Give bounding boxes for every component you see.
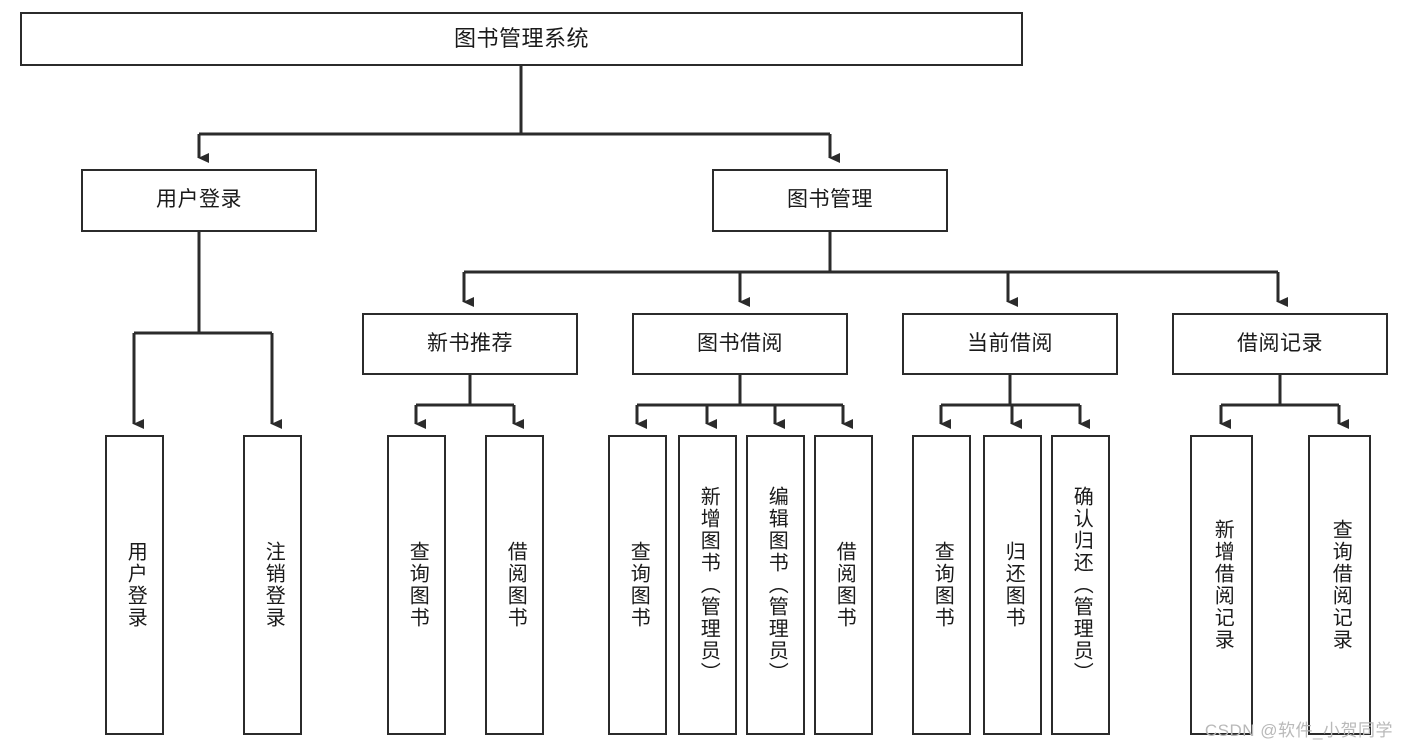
- node-label: 查询图书: [627, 541, 650, 629]
- leaf-logout[interactable]: 注销登录: [243, 435, 302, 735]
- connector-group-new-book: [414, 375, 524, 429]
- leaf-return-book[interactable]: 归还图书: [983, 435, 1042, 735]
- node-label: 借阅记录: [1237, 331, 1323, 355]
- connector-group-user-login: [132, 232, 282, 429]
- node-label: 用户登录: [156, 188, 242, 212]
- leaf-confirm-return-admin[interactable]: 确认归还（管理员）: [1051, 435, 1110, 735]
- connector-group-borrow-record: [1219, 375, 1349, 429]
- leaf-query-book-borrow[interactable]: 查询图书: [608, 435, 667, 735]
- node-label: 归还图书: [1002, 541, 1025, 629]
- node-label: 确认归还（管理员）: [1070, 486, 1093, 684]
- connector-group-book-manage: [462, 232, 1288, 307]
- node-label: 新书推荐: [427, 331, 513, 355]
- leaf-borrow-book[interactable]: 借阅图书: [814, 435, 873, 735]
- node-label: 新增借阅记录: [1211, 519, 1234, 651]
- leaf-add-book-admin[interactable]: 新增图书（管理员）: [678, 435, 737, 735]
- node-label: 当前借阅: [967, 331, 1053, 355]
- node-borrow-record[interactable]: 借阅记录: [1172, 313, 1388, 375]
- node-label: 借阅图书: [504, 541, 527, 629]
- node-book-borrow[interactable]: 图书借阅: [632, 313, 848, 375]
- node-book-management[interactable]: 图书管理: [712, 169, 948, 232]
- node-label: 注销登录: [262, 541, 285, 629]
- leaf-query-book-current[interactable]: 查询图书: [912, 435, 971, 735]
- leaf-query-book-recommend[interactable]: 查询图书: [387, 435, 446, 735]
- connector-group-current-borrow: [939, 375, 1090, 429]
- leaf-user-login[interactable]: 用户登录: [105, 435, 164, 735]
- node-label: 用户登录: [124, 541, 147, 629]
- connector-group-root: [197, 66, 840, 163]
- node-label: 查询借阅记录: [1329, 519, 1352, 651]
- leaf-edit-book-admin[interactable]: 编辑图书（管理员）: [746, 435, 805, 735]
- leaf-query-borrow-record[interactable]: 查询借阅记录: [1308, 435, 1371, 735]
- node-label: 图书管理: [787, 188, 873, 212]
- node-label: 新增图书（管理员）: [697, 486, 720, 684]
- node-current-borrow[interactable]: 当前借阅: [902, 313, 1118, 375]
- node-user-login[interactable]: 用户登录: [81, 169, 317, 232]
- node-label: 查询图书: [406, 541, 429, 629]
- node-label: 编辑图书（管理员）: [765, 486, 788, 684]
- node-label: 查询图书: [931, 541, 954, 629]
- leaf-borrow-book-recommend[interactable]: 借阅图书: [485, 435, 544, 735]
- leaf-add-borrow-record[interactable]: 新增借阅记录: [1190, 435, 1253, 735]
- node-label: 图书借阅: [697, 331, 783, 355]
- node-new-book-recommend[interactable]: 新书推荐: [362, 313, 578, 375]
- connector-group-borrow: [635, 375, 853, 429]
- node-root-system[interactable]: 图书管理系统: [20, 12, 1023, 66]
- node-label: 借阅图书: [833, 541, 856, 629]
- node-label: 图书管理系统: [453, 26, 589, 52]
